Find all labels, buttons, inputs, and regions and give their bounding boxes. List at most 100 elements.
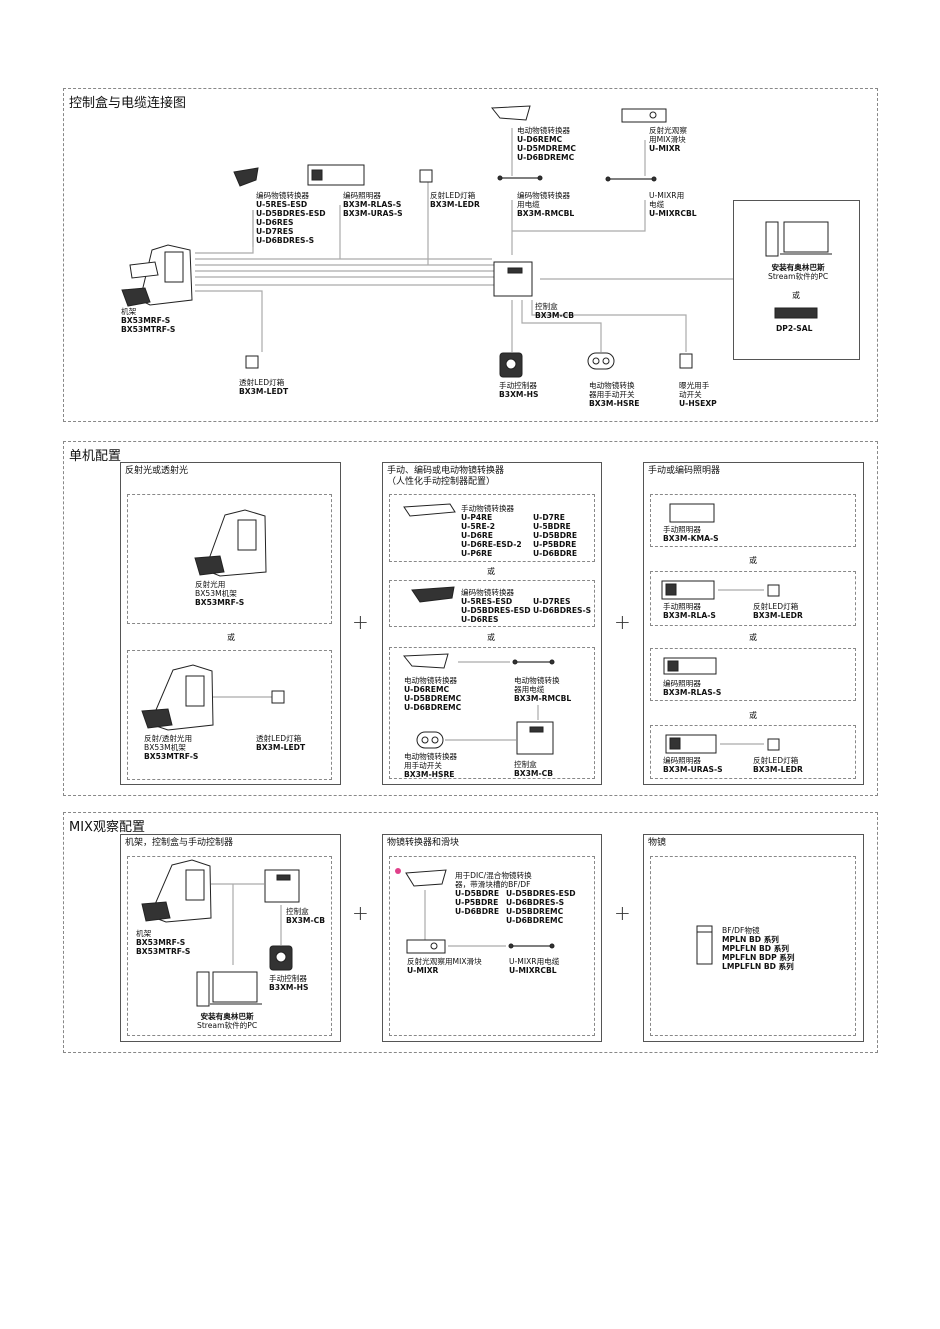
single-motor-label: 电动物镜转换器 U-D6REMC U-D5BDREMC U-D6BDREMC xyxy=(404,676,462,712)
mix-objective-label: BF/DF物镜 MPLN BD 系列 MPLFLN BD 系列 MPLFLN B… xyxy=(722,926,795,971)
mix-nosepiece-label: 用于DIC/混合物镜转换 器，带滑块槽的BF/DF U-D5BDRE U-P5B… xyxy=(455,871,532,916)
single-encoded-label: 编码物镜转换器 U-5RES-ESD U-D5BDRES-ESD U-D6RES xyxy=(461,588,531,624)
single-panel-1-or: 或 xyxy=(227,633,235,642)
single-manual-rla-label: 手动照明器 BX3M-RLA-S xyxy=(663,602,716,620)
single-panel-2-or-2: 或 xyxy=(487,633,495,642)
mix-nosepiece-label-col2: U-D5BDRES-ESD U-D6BDRES-S U-D5BDREMC U-D… xyxy=(506,889,576,925)
connection-control-box-label: 控制盒 BX3M-CB xyxy=(535,302,574,320)
connection-encoded-nosepiece-label: 编码物镜转换器 U-5RES-ESD U-D5BDRES-ESD U-D6RES… xyxy=(256,191,326,245)
mix-hand-switch-label: 手动控制器 B3XM-HS xyxy=(269,974,309,992)
single-panel-1-frame-b-box xyxy=(127,650,332,780)
single-manual-label-col2: U-D7RE U-5BDRE U-D5BDRE U-P5BDRE U-D6BDR… xyxy=(533,513,578,558)
mix-panel-3-title: 物镜 xyxy=(648,838,667,848)
plus-sign-3: + xyxy=(352,901,369,925)
single-hand-switch-label: 电动物镜转换器 用手动开关 BX3M-HSRE xyxy=(404,752,458,779)
connection-or: 或 xyxy=(792,291,800,300)
single-panel-1 xyxy=(120,462,341,785)
mix-panel-2-title: 物镜转换器和滑块 xyxy=(387,838,460,848)
mix-pc-label: 安装有奥林巴斯 Stream软件的PC xyxy=(197,1012,258,1030)
section-connection xyxy=(63,88,878,422)
single-motor-cable-label: 电动物镜转换 器用电缆 BX3M-RMCBL xyxy=(514,676,572,703)
mix-panel-3 xyxy=(643,834,864,1042)
plus-sign: + xyxy=(352,610,369,634)
single-enc-uras-label: 编码照明器 BX3M-URAS-S xyxy=(663,756,723,774)
section-title-single: 单机配置 xyxy=(69,449,122,464)
single-illum-box-3 xyxy=(650,648,856,701)
mix-panel-2-inner xyxy=(389,856,595,1036)
single-frame-b-label: 反射/透射光用 BX53M机架 BX53MTRF-S xyxy=(144,734,199,761)
connection-dp2-label: DP2-SAL xyxy=(776,324,813,333)
section-title-mix: MIX观察配置 xyxy=(69,820,145,835)
connection-refl-led-label: 反射LED灯箱 BX3M-LEDR xyxy=(430,191,480,209)
single-illum-box-4 xyxy=(650,725,856,779)
section-title-connection: 控制盒与电缆连接图 xyxy=(69,96,187,111)
connection-encoded-illuminator-label: 编码照明器 BX3M-RLAS-S BX3M-URAS-S xyxy=(343,191,403,218)
single-panel-3-or-3: 或 xyxy=(749,711,757,720)
single-manual-label: 手动物镜转换器 U-P4RE U-5RE-2 U-D6RE U-D6RE-ESD… xyxy=(461,504,522,558)
plus-sign-4: + xyxy=(614,901,631,925)
mix-panel-2 xyxy=(382,834,602,1042)
section-single xyxy=(63,441,878,796)
single-led-2-label: 反射LED灯箱 BX3M-LEDR xyxy=(753,756,803,774)
connection-motor-nosepiece-label: 电动物镜转换器 U-D6REMC U-D5MDREMC U-D6BDREMC xyxy=(517,126,576,162)
single-illum-box-1 xyxy=(650,494,856,547)
single-frame-a-label: 反射光用 BX53M机架 BX53MRF-S xyxy=(195,580,245,607)
section-mix xyxy=(63,812,878,1053)
single-illum-box-2 xyxy=(650,571,856,626)
single-panel-3-or-1: 或 xyxy=(749,556,757,565)
single-panel-3 xyxy=(643,462,864,785)
connection-exposure-switch-label: 曝光用手 动开关 U-HSEXP xyxy=(679,381,717,408)
connection-trans-led-label: 透射LED灯箱 BX3M-LEDT xyxy=(239,378,289,396)
connection-pc-label: 安装有奥林巴斯 Stream软件的PC xyxy=(768,263,829,281)
single-manual-illum-label: 手动照明器 BX3M-KMA-S xyxy=(663,525,719,543)
single-encoded-box xyxy=(389,580,595,627)
single-panel-2 xyxy=(382,462,602,785)
mix-panel-1 xyxy=(120,834,341,1042)
mix-panel-1-inner xyxy=(127,856,332,1036)
single-panel-1-title: 反射光或透射光 xyxy=(125,466,189,476)
connection-motor-hand-switch-label: 电动物镜转换 器用手动开关 BX3M-HSRE xyxy=(589,381,640,408)
mix-slider-label: 反射光观察用MIX滑块 U-MIXR xyxy=(407,957,482,975)
single-manual-box xyxy=(389,494,595,562)
single-control-box-label: 控制盒 BX3M-CB xyxy=(514,760,553,778)
mix-cable-label: U-MIXR用电缆 U-MIXRCBL xyxy=(509,957,560,975)
accent-dot-icon xyxy=(395,868,401,874)
single-trans-led-label: 透射LED灯箱 BX3M-LEDT xyxy=(256,734,306,752)
single-panel-3-or-2: 或 xyxy=(749,633,757,642)
mix-panel-1-title: 机架，控制盒与手动控制器 xyxy=(125,838,234,848)
single-encoded-label-col2: U-D7RES U-D6BDRES-S xyxy=(533,597,592,615)
single-motor-box xyxy=(389,647,595,779)
single-panel-2-title: 手动、编码或电动物镜转换器 （人性化手动控制器配置） xyxy=(387,466,505,487)
connection-mix-cable-label: U-MIXR用 电缆 U-MIXRCBL xyxy=(649,191,697,218)
single-led-1-label: 反射LED灯箱 BX3M-LEDR xyxy=(753,602,803,620)
connection-motor-cable-label: 编码物镜转换器 用电缆 BX3M-RMCBL xyxy=(517,191,575,218)
connection-mix-slider-label: 反射光观察 用MIX滑块 U-MIXR xyxy=(649,126,687,153)
connection-frame-label: 机架 BX53MRF-S BX53MTRF-S xyxy=(121,307,176,334)
